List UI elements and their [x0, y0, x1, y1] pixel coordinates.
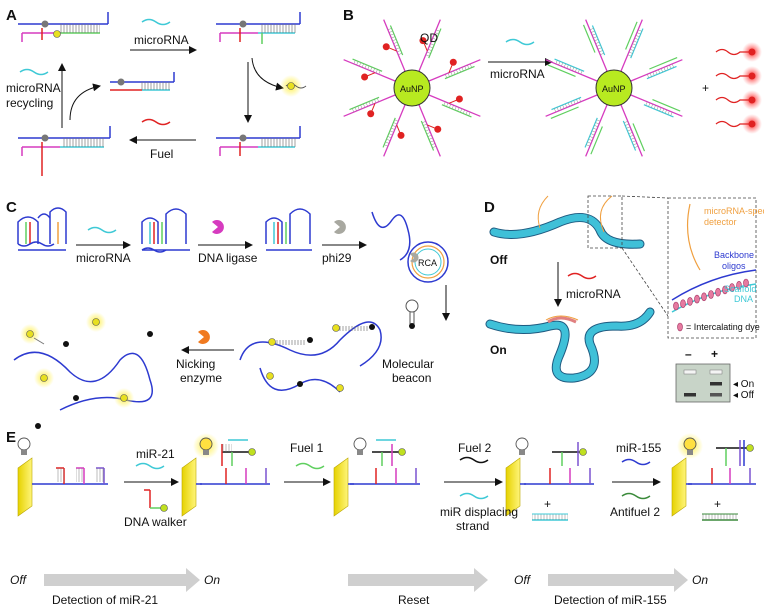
label-microrna-d: microRNA	[566, 287, 621, 301]
label-mir21: miR-21	[136, 447, 175, 461]
label-off-e2: Off	[514, 573, 532, 587]
label-on-d: On	[490, 343, 507, 357]
label-beacon-2: beacon	[392, 371, 431, 385]
panel-letter-c: C	[6, 199, 17, 216]
aunp-right-arms	[545, 19, 683, 157]
nicking-enzyme-icon	[198, 330, 210, 345]
fluorophore-icon	[287, 82, 295, 90]
label-backbone-1: Backbone	[714, 250, 754, 260]
microrna-strand-a	[141, 18, 171, 26]
plus-e1: +	[544, 497, 551, 511]
label-qd: QD	[420, 31, 438, 45]
label-nicking-2: enzyme	[180, 371, 222, 385]
progress-arrow-3	[548, 568, 688, 592]
label-detect21: Detection of miR-21	[52, 593, 158, 607]
label-recycling-1: microRNA	[6, 81, 61, 95]
dna-complex-a1	[18, 12, 109, 42]
walker-track-4	[524, 442, 594, 485]
fuel-strand-a	[141, 118, 171, 126]
padlock-probe-1	[17, 207, 67, 251]
label-phi29: phi29	[322, 251, 352, 265]
phi29-icon	[334, 220, 346, 234]
scaffold-tube-on	[486, 308, 654, 382]
electrode-plates	[17, 457, 692, 517]
dna-complex-a5	[110, 72, 175, 91]
label-dye: = Intercalating dye	[686, 322, 760, 332]
dna-complex-a4	[18, 126, 111, 176]
label-scaffold-1: Scaffold	[724, 284, 756, 294]
label-detector-2: detector	[704, 217, 737, 227]
label-beacon-1: Molecular	[382, 357, 434, 371]
panel-b: B AuNP QD microRNA AuNP +	[343, 7, 762, 157]
panel-e: E miR-21 DNA walker	[6, 429, 756, 607]
label-displacing-1: miR displacing	[440, 505, 518, 519]
walker-track-5	[688, 440, 756, 485]
plus-b: +	[702, 81, 709, 95]
bulb-icons	[17, 433, 703, 459]
label-recycling-2: recycling	[6, 96, 53, 110]
label-backbone-2: oligos	[722, 261, 746, 271]
panel-letter-a: A	[6, 7, 17, 24]
label-off-e1: Off	[10, 573, 28, 587]
plus-e2: +	[714, 497, 721, 511]
aunp-left-label: AuNP	[400, 84, 424, 94]
label-on-e2: On	[692, 573, 708, 587]
dna-complex-a3	[216, 126, 301, 156]
padlock-probe-3	[265, 208, 312, 251]
aunp-left	[393, 69, 431, 107]
label-fuel1: Fuel 1	[290, 441, 324, 455]
aunp-right-label: AuNP	[602, 84, 626, 94]
panel-a: A microRNA	[6, 7, 307, 176]
label-detect155: Detection of miR-155	[554, 593, 667, 607]
label-walker: DNA walker	[124, 515, 187, 529]
zoom-inset	[667, 197, 757, 339]
released-quantum-dots	[715, 42, 762, 134]
scaffold-tube-off	[490, 214, 644, 248]
label-detector-1: microRNA-specific	[704, 206, 764, 216]
gel-label-on: ◂ On	[733, 379, 754, 390]
label-microrna-a: microRNA	[134, 33, 189, 47]
intercalating-dye-row	[673, 278, 749, 311]
label-ligase: DNA ligase	[198, 251, 258, 265]
molecular-beacon-icon	[405, 299, 419, 329]
progress-arrow-2	[348, 568, 488, 592]
label-reset: Reset	[398, 593, 430, 607]
label-rca: RCA	[418, 258, 437, 268]
dna-walker-icon	[144, 489, 168, 512]
gel-label-off: ◂ Off	[733, 390, 754, 401]
panel-letter-e: E	[6, 429, 16, 446]
label-microrna-c: microRNA	[76, 251, 131, 265]
walker-track-3	[350, 439, 420, 485]
dye-legend-icon	[677, 322, 683, 332]
panel-d: D Off microRNA On microRNA-specific dete…	[484, 195, 764, 403]
label-microrna-b: microRNA	[490, 67, 545, 81]
dna-complex-a2	[216, 12, 301, 44]
label-mir155: miR-155	[616, 441, 662, 455]
label-fuel2: Fuel 2	[458, 441, 492, 455]
aunp-right	[595, 69, 633, 107]
aunp-left-arms	[343, 19, 481, 157]
label-nicking-1: Nicking	[176, 357, 215, 371]
gel-minus: –	[685, 347, 692, 361]
ligase-icon	[212, 220, 224, 234]
panel-letter-b: B	[343, 7, 354, 24]
gel-plus: +	[711, 347, 718, 361]
label-fuel-a: Fuel	[150, 147, 173, 161]
padlock-probe-2	[141, 208, 190, 253]
panel-letter-d: D	[484, 199, 495, 216]
label-antifuel: Antifuel 2	[610, 505, 660, 519]
walker-track-2	[200, 439, 270, 485]
panel-c: C microRNA DNA ligase	[6, 199, 450, 429]
label-off-d: Off	[490, 253, 508, 267]
label-on-e1: On	[204, 573, 220, 587]
label-displacing-2: strand	[456, 519, 489, 533]
rca-product: RCA	[371, 211, 449, 283]
walker-track-1	[38, 467, 108, 485]
progress-arrow-1	[44, 568, 200, 592]
label-scaffold-2: DNA	[734, 294, 753, 304]
